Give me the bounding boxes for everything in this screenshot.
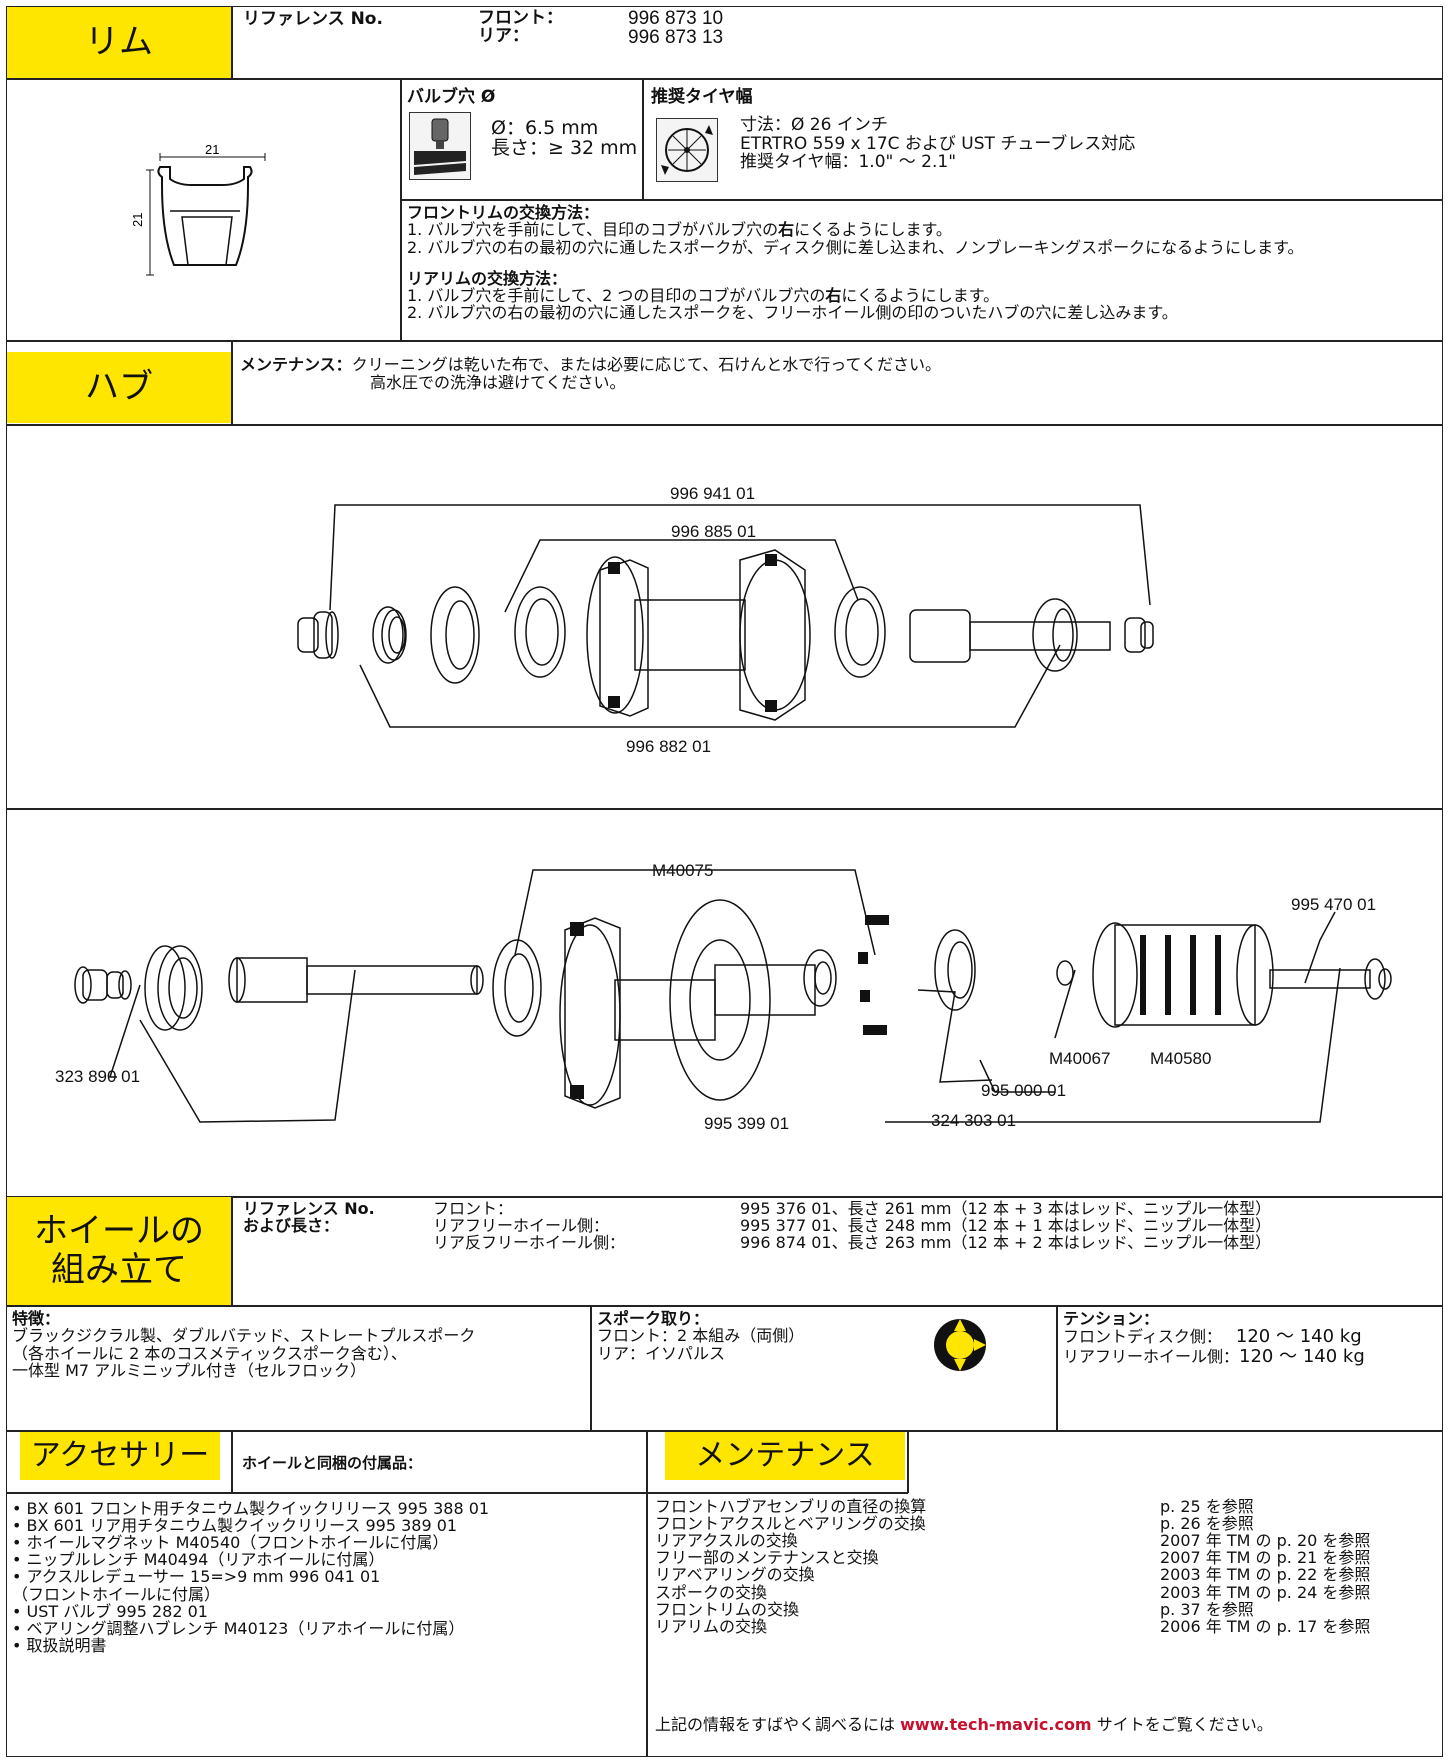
tire-wheel-icon [656, 118, 718, 182]
accessory-item: • BX 601 フロント用チタニウム製クイックリリース 995 388 01 [12, 1499, 490, 1518]
spoke-side-front: フロント： [433, 1199, 514, 1218]
part-996-941-01: 996 941 01 [670, 484, 756, 503]
accessories-section-title: アクセサリー [20, 1432, 220, 1480]
rear-rim-swap-step1: 1. バルブ穴を手前にして、2 つの目印のコブがバルブ穴の右にくるようにします。 [407, 286, 1000, 306]
accessory-item: • 取扱説明書 [12, 1635, 107, 1655]
accessory-item: • UST バルブ 995 282 01 [12, 1601, 208, 1621]
part-m40067: M40067 [1049, 1049, 1111, 1068]
accessory-item: （フロントホイールに付属） [12, 1584, 221, 1604]
spoke-value-rear-fw: 995 377 01、長さ 248 mm（12 本 + 1 本はレッド、ニップル… [740, 1215, 1272, 1235]
accessory-item: • BX 601 リア用チタニウム製クイックリリース 995 389 01 [12, 1516, 458, 1536]
accessory-item: • ベアリング調整ハブレンチ M40123（リアホイールに付属） [12, 1618, 465, 1638]
maintenance-task: リアアクスルの交換 [655, 1531, 798, 1551]
rim-rear-ref: 996 873 13 [628, 27, 724, 48]
features-heading: 特徴： [12, 1309, 61, 1328]
maintenance-ref: 2007 年 TM の p. 21 を参照 [1160, 1548, 1371, 1568]
maintenance-section-title: メンテナンス [665, 1432, 905, 1480]
rim-profile-drawing: 21 21 [130, 145, 266, 276]
rim-front-ref: 996 873 10 [628, 8, 724, 29]
maintenance-task: リアベアリングの交換 [655, 1565, 815, 1585]
part-995-470-01: 995 470 01 [1291, 895, 1377, 914]
valve-heading: バルブ穴 Ø [407, 87, 496, 107]
hub-maint-label: メンテナンス： [240, 355, 352, 374]
rim-section-title: リム [7, 7, 231, 78]
assembly-ref-label-2: および長さ： [243, 1215, 340, 1235]
lacing-front: フロント：2 本組み（両側） [597, 1326, 805, 1346]
maintenance-title-text: メンテナンス [695, 1437, 875, 1473]
spoke-side-rear-nfw: リア反フリーホイール側： [433, 1232, 626, 1252]
rim-title-text: リム [85, 21, 153, 62]
part-m40580: M40580 [1150, 1049, 1212, 1068]
maintenance-task: フリー部のメンテナンスと交換 [655, 1548, 879, 1568]
isopulse-logo-icon [934, 1319, 986, 1371]
part-995-399-01: 995 399 01 [704, 1114, 790, 1133]
hub-section-title: ハブ [7, 352, 231, 423]
tire-standard: ETRTRO 559 x 17C および UST チューブレス対応 [740, 133, 1136, 154]
accessory-item: • ニップルレンチ M40494（リアホイールに付属） [12, 1550, 385, 1570]
hub-maint-line1: クリーニングは乾いた布で、または必要に応じて、石けんと水で行ってください。 [351, 355, 941, 374]
maintenance-ref: 2003 年 TM の p. 24 を参照 [1160, 1582, 1371, 1602]
assembly-ref-label-1: リファレンス No. [243, 1199, 375, 1218]
accessory-item: • アクスルレデューサー 15=>9 mm 996 041 01 [12, 1567, 381, 1587]
lacing-heading: スポーク取り： [597, 1309, 710, 1328]
tension-rear: リアフリーホイール側：120 ～ 140 kg [1063, 1345, 1365, 1367]
assembly-title-line2: 組み立て [51, 1250, 187, 1290]
rear-rim-swap-step2: 2. バルブ穴の右の最初の穴に通したスポークを、フリーホイール側の印のついたハブ… [407, 303, 1178, 323]
tire-size: 寸法：Ø 26 インチ [740, 115, 888, 135]
accessories-subtitle: ホイールと同梱の付属品： [242, 1454, 423, 1472]
maintenance-ref: 2007 年 TM の p. 20 を参照 [1160, 1531, 1371, 1551]
spoke-value-rear-nfw: 996 874 01、長さ 263 mm（12 本 + 2 本はレッド、ニップル… [740, 1232, 1272, 1252]
rim-ref-label: リファレンス No. [243, 9, 383, 29]
tension-heading: テンション： [1063, 1309, 1160, 1328]
maintenance-ref: p. 37 を参照 [1160, 1599, 1254, 1619]
hub-maint-line2: 高水圧での洗浄は避けてください。 [370, 373, 626, 393]
spoke-value-front: 995 376 01、長さ 261 mm（12 本 + 3 本はレッド、ニップル… [740, 1199, 1272, 1218]
spoke-side-rear-fw: リアフリーホイール側： [433, 1215, 610, 1235]
rear-rim-swap-heading: リアリムの交換方法： [407, 268, 568, 288]
page-frame [6, 6, 1443, 1757]
maintenance-task: フロントアクスルとベアリングの交換 [655, 1514, 926, 1534]
maintenance-footer: 上記の情報をすばやく調べるには www.tech-mavic.com サイトをご… [655, 1715, 1273, 1734]
front-rim-swap-step1: 1. バルブ穴を手前にして、目印のコブがバルブ穴の右にくるようにします。 [407, 220, 952, 240]
part-995-000-01: 995 000 01 [981, 1081, 1067, 1100]
rim-height-label: 21 [130, 213, 145, 227]
front-hub-exploded-view [297, 504, 1154, 728]
maintenance-task: リアリムの交換 [655, 1616, 768, 1636]
maintenance-ref: p. 26 を参照 [1160, 1514, 1254, 1534]
feature-line-1: ブラックジクラル製、ダブルバテッド、ストレートプルスポーク [12, 1326, 476, 1346]
part-996-882-01: 996 882 01 [626, 737, 712, 756]
rear-hub-exploded-view [74, 869, 1392, 1123]
accessory-item: • ホイールマグネット M40540（フロントホイールに付属） [12, 1533, 449, 1553]
valve-diameter: Ø：6.5 mm [491, 117, 599, 139]
maintenance-task: フロントリムの交換 [655, 1599, 800, 1619]
valve-icon [409, 112, 471, 180]
rim-width-label: 21 [205, 145, 219, 157]
feature-line-2: （各ホイールに 2 本のコスメティックスポーク含む）、 [12, 1343, 407, 1363]
maintenance-ref: 2003 年 TM の p. 22 を参照 [1160, 1565, 1371, 1585]
tension-front: フロントディスク側：120 ～ 140 kg [1063, 1326, 1362, 1348]
maintenance-task: スポークの交換 [655, 1582, 768, 1602]
tire-width: 推奨タイヤ幅：1.0" ～ 2.1" [740, 152, 957, 173]
front-rim-swap-heading: フロントリムの交換方法： [407, 203, 600, 222]
accessories-title-text: アクセサリー [30, 1437, 210, 1473]
tire-heading: 推奨タイヤ幅 [651, 87, 753, 107]
rim-rear-label: リア： [478, 25, 529, 46]
rim-reference: リファレンス No. [243, 9, 383, 29]
assembly-title-line1: ホイールの [34, 1210, 204, 1251]
maintenance-ref: p. 25 を参照 [1160, 1497, 1254, 1516]
hub-title-text: ハブ [85, 366, 153, 407]
lacing-rear: リア：イソパルス [597, 1343, 726, 1363]
maintenance-task: フロントハブアセンブリの直径の換算 [655, 1497, 927, 1516]
maintenance-ref: 2006 年 TM の p. 17 を参照 [1160, 1616, 1371, 1636]
rim-front-label: フロント： [478, 8, 563, 28]
part-m40075: M40075 [652, 861, 714, 880]
front-rim-swap-step2: 2. バルブ穴の右の最初の穴に通したスポークが、ディスク側に差し込まれ、ノンブレ… [407, 237, 1304, 257]
assembly-section-title: ホイールの 組み立て [7, 1197, 231, 1305]
part-323-890-01: 323 890 01 [55, 1067, 141, 1086]
valve-length: 長さ：≥ 32 mm [491, 136, 638, 159]
tech-mavic-link[interactable]: www.tech-mavic.com [900, 1715, 1092, 1734]
part-996-885-01: 996 885 01 [671, 522, 757, 541]
feature-line-3: 一体型 M7 アルミニップル付き（セルフロック） [12, 1360, 366, 1380]
part-324-303-01: 324 303 01 [931, 1111, 1017, 1130]
